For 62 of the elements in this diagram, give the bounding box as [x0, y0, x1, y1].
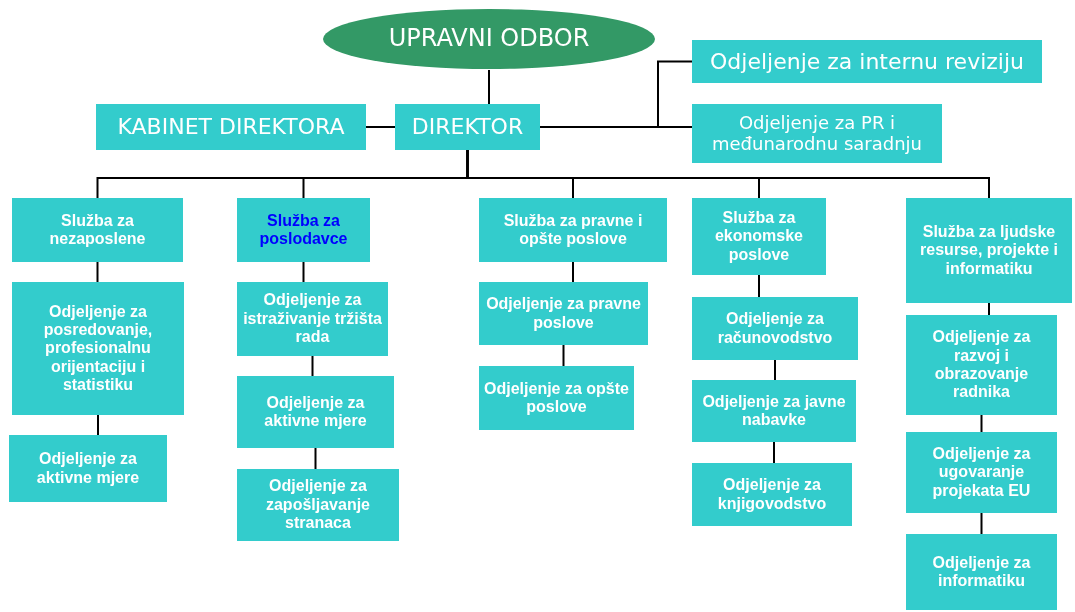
department-box [395, 104, 540, 150]
connector-line [562, 344, 565, 367]
department-box [237, 469, 399, 541]
box-label: Odjeljenje za ugovaranje projekata EU [931, 444, 1032, 501]
department-box [479, 198, 667, 262]
box-label: Odjeljenje za zapošljavanje stranaca [264, 477, 371, 533]
box-label: Odjeljenje za javne nabavke [701, 392, 847, 430]
connector-line [773, 441, 775, 464]
connector-line [539, 126, 693, 128]
connector-line [97, 414, 99, 436]
box-label: Odjeljenje za PR i međunarodnu saradnju [711, 112, 923, 155]
connector-line [365, 126, 396, 128]
connector-line [572, 261, 574, 283]
box-label: Služba za pravne i opšte poslove [502, 211, 644, 249]
box-label: Odjeljenje za opšte poslove [483, 379, 630, 417]
box-label: Služba za poslodavce [258, 211, 349, 249]
box-label: Služba za ekonomske poslove [713, 208, 804, 265]
connector-line [311, 355, 314, 377]
box-label: Odjeljenje za istraživanje tržišta rada [242, 291, 383, 347]
connector-line [314, 447, 317, 470]
connector-line [96, 261, 99, 283]
department-box [12, 282, 184, 415]
department-box [906, 534, 1057, 610]
department-box [692, 40, 1042, 83]
department-box [906, 198, 1072, 303]
box-label: Odjeljenje za računovodstvo [716, 310, 834, 347]
connector-line [466, 149, 990, 199]
box-label: Odjeljenje za pravne poslove [485, 295, 642, 332]
box-label: Odjeljenje za aktivne mjere [35, 450, 141, 487]
box-label: Odjeljenje za razvoj i obrazovanje radnika [931, 328, 1032, 402]
department-box [692, 380, 856, 442]
department-box [237, 376, 394, 448]
connector-line [758, 274, 760, 298]
connector-line [988, 302, 990, 316]
department-box [237, 198, 370, 262]
box-label: UPRAVNI ODBOR [388, 25, 590, 53]
department-box [9, 435, 167, 502]
box-label: DIREKTOR [411, 114, 524, 140]
department-box [237, 282, 388, 356]
department-box [692, 463, 852, 526]
department-box [12, 198, 183, 262]
department-box [906, 432, 1057, 513]
department-box [96, 104, 366, 150]
box-label: Odjeljenje za posredovanje, profesionalnu orijentaciju i statistiku [42, 302, 154, 395]
department-box [906, 315, 1057, 415]
department-box [692, 198, 826, 275]
connector-line [980, 512, 983, 535]
department-box [479, 366, 634, 430]
department-box [692, 297, 858, 360]
department-box [692, 104, 942, 163]
box-label: KABINET DIREKTORA [117, 114, 345, 140]
box-label: Odjeljenje za knjigovodstvo [716, 476, 828, 513]
box-label: Služba za ljudske resurse, projekte i informatiku [919, 222, 1059, 279]
box-label: Odjeljenje za internu reviziju [710, 48, 1024, 75]
connector-line [774, 359, 776, 381]
connector-line [488, 69, 490, 105]
connector-line [302, 261, 305, 283]
department-box [479, 282, 648, 345]
box-label: Odjeljenje za aktivne mjere [263, 393, 368, 431]
box-label: Odjeljenje za informatiku [931, 553, 1032, 591]
connector-line [980, 414, 983, 433]
box-label: Služba za nezaposlene [48, 211, 147, 249]
